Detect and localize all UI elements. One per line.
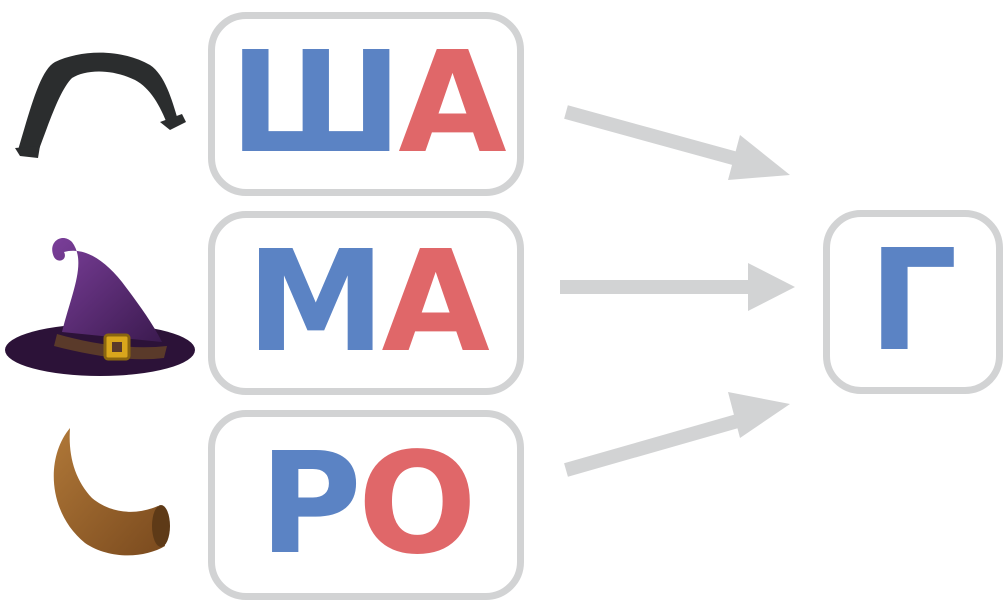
answer-box: Г — [823, 210, 1003, 394]
first-letter: М — [246, 221, 385, 384]
horn-icon — [53, 428, 170, 556]
answer-letter: Г — [868, 220, 958, 383]
arrowhead-middle — [748, 263, 795, 311]
second-letter: А — [398, 22, 506, 185]
first-letter: Р — [259, 423, 362, 586]
witch-hat-icon — [5, 237, 195, 376]
hair-icon — [15, 52, 186, 158]
second-letter: О — [357, 423, 477, 586]
second-letter: А — [381, 221, 489, 384]
arrow-top — [564, 105, 750, 169]
first-letter: Ш — [229, 22, 402, 185]
arrowhead-top — [728, 135, 790, 180]
arrow-bottom — [564, 411, 750, 477]
arrowhead-bottom — [728, 392, 790, 438]
